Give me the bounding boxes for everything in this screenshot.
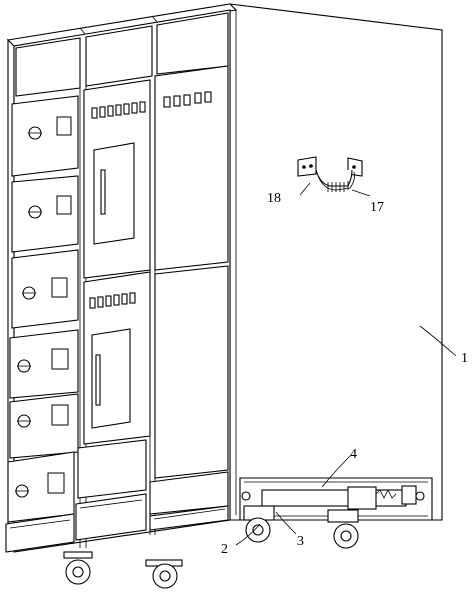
caster-wheel-rear-left <box>243 505 275 543</box>
label-3: 3 <box>297 534 304 549</box>
right-panel-column <box>149 65 229 531</box>
label-1: 1 <box>461 351 468 366</box>
label-18: 18 <box>267 191 281 206</box>
caster-wheel-rear-right <box>327 509 359 549</box>
leader-lines <box>235 325 457 546</box>
handle-spring-icon <box>327 181 349 192</box>
cabinet-side-panel <box>229 3 443 521</box>
label-17: 17 <box>370 200 384 215</box>
middle-panel-column <box>75 79 151 541</box>
label-2: 2 <box>221 542 228 557</box>
left-drawer-column <box>5 95 79 553</box>
caster-wheel-front-mid <box>145 559 183 589</box>
caster-wheel-front-left <box>63 551 93 585</box>
base-rail-assembly <box>239 477 433 521</box>
label-4: 4 <box>350 447 357 462</box>
side-handle-assembly <box>297 156 371 197</box>
